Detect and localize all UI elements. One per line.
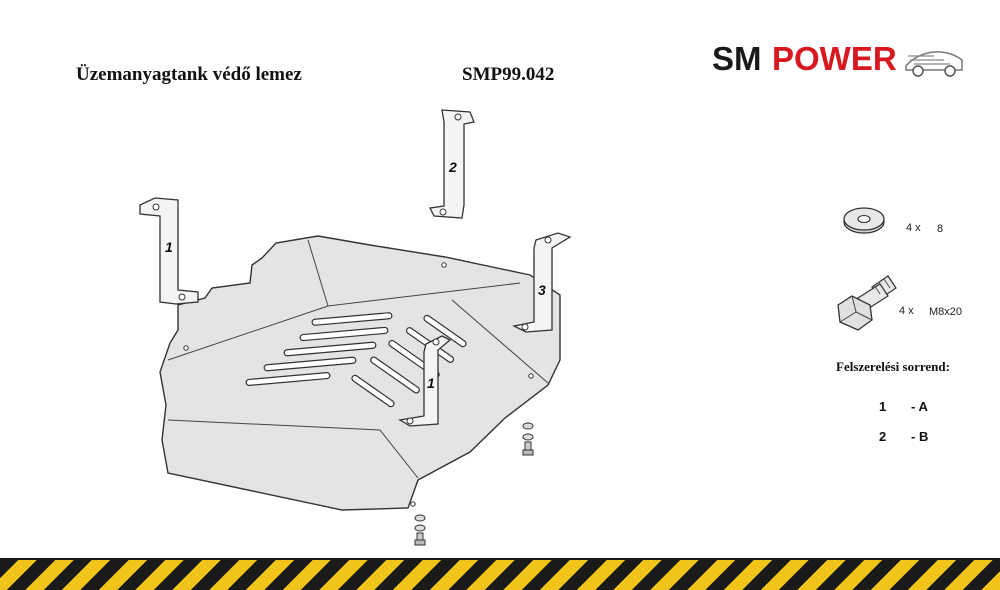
part-code: SMP99.042 bbox=[462, 64, 555, 85]
order-row-1-code: - A bbox=[911, 399, 928, 414]
bolt-stack-right bbox=[522, 422, 534, 456]
bracket-label: 3 bbox=[538, 282, 546, 298]
bolt-icon bbox=[837, 275, 897, 331]
bracket-1-left: 1 bbox=[139, 197, 199, 305]
logo-text-sm: SM bbox=[712, 40, 762, 77]
bracket-label: 1 bbox=[165, 239, 173, 255]
document-title: Üzemanyagtank védő lemez bbox=[76, 64, 302, 85]
washer-size: 8 bbox=[937, 223, 944, 235]
assembly-diagram: 1 2 3 1 bbox=[139, 109, 897, 546]
bracket-1-center: 1 bbox=[398, 335, 452, 427]
assembly-order-title: Felszerelési sorrend: bbox=[836, 359, 950, 374]
bolt-qty: 4 x bbox=[899, 305, 914, 317]
bolt-stack-bottom bbox=[414, 514, 426, 546]
bracket-label: 2 bbox=[448, 159, 457, 175]
smpower-logo: SM POWER bbox=[712, 38, 963, 84]
logo-text-power: POWER bbox=[772, 40, 897, 77]
hazard-stripe bbox=[0, 560, 1000, 590]
car-silhouette-icon bbox=[905, 51, 963, 77]
order-row-2-num: 2 bbox=[879, 429, 887, 444]
skid-plate bbox=[159, 235, 561, 511]
bracket-3-right: 3 bbox=[512, 232, 572, 333]
washer-qty: 4 x bbox=[906, 222, 921, 234]
order-row-2-code: - B bbox=[911, 429, 929, 444]
order-row-1-num: 1 bbox=[879, 399, 887, 414]
washer-icon bbox=[843, 207, 885, 234]
hazard-stripe-border bbox=[0, 558, 1000, 561]
bolt-size: M8x20 bbox=[929, 306, 963, 318]
bracket-label: 1 bbox=[427, 375, 435, 391]
bracket-2-top: 2 bbox=[429, 109, 475, 219]
